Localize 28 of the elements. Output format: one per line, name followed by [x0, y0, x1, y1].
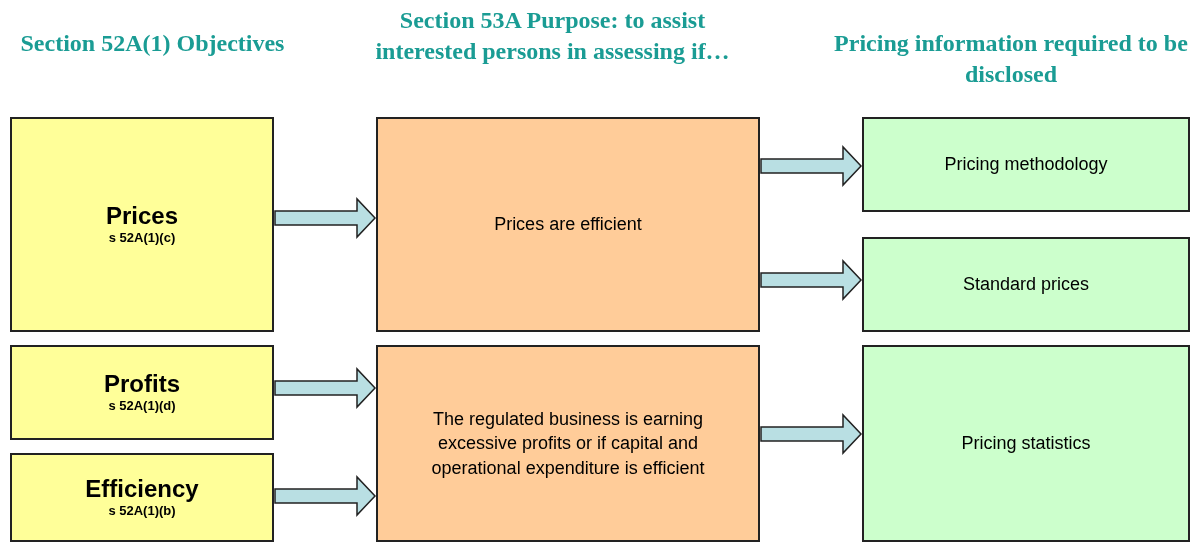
box-text: Pricing methodology — [944, 153, 1108, 177]
box-text: Prices are efficient — [494, 213, 642, 237]
block-arrow — [274, 197, 377, 239]
text-box — [862, 345, 1190, 542]
column-heading: Section 53A Purpose: to assist interested persons in assessing if… — [374, 6, 731, 66]
text-box — [862, 117, 1190, 212]
block-arrow — [760, 259, 863, 301]
block-arrow — [274, 367, 377, 409]
objective-title: Prices — [105, 201, 179, 231]
block-arrow — [274, 475, 377, 517]
block-arrow — [760, 413, 863, 455]
objective-title: Efficiency — [85, 474, 199, 504]
objective-title: Profits — [104, 369, 180, 399]
box-text: The regulated business is earning excessive profits or if capital and operational expenditure is efficient — [430, 408, 706, 480]
box-text: Pricing statistics — [961, 432, 1091, 456]
text-box — [376, 117, 760, 332]
text-box — [10, 117, 274, 332]
section-reference: s 52A(1)(b) — [108, 503, 176, 521]
block-arrow — [760, 145, 863, 187]
text-box — [862, 237, 1190, 332]
section-reference: s 52A(1)(d) — [108, 398, 176, 416]
text-box — [10, 345, 274, 440]
column-heading: Pricing information required to be disclosed — [833, 29, 1189, 89]
text-box — [376, 345, 760, 542]
text-box — [10, 453, 274, 542]
box-text: Standard prices — [962, 273, 1090, 297]
column-heading: Section 52A(1) Objectives — [19, 29, 286, 58]
section-reference: s 52A(1)(c) — [108, 230, 176, 248]
